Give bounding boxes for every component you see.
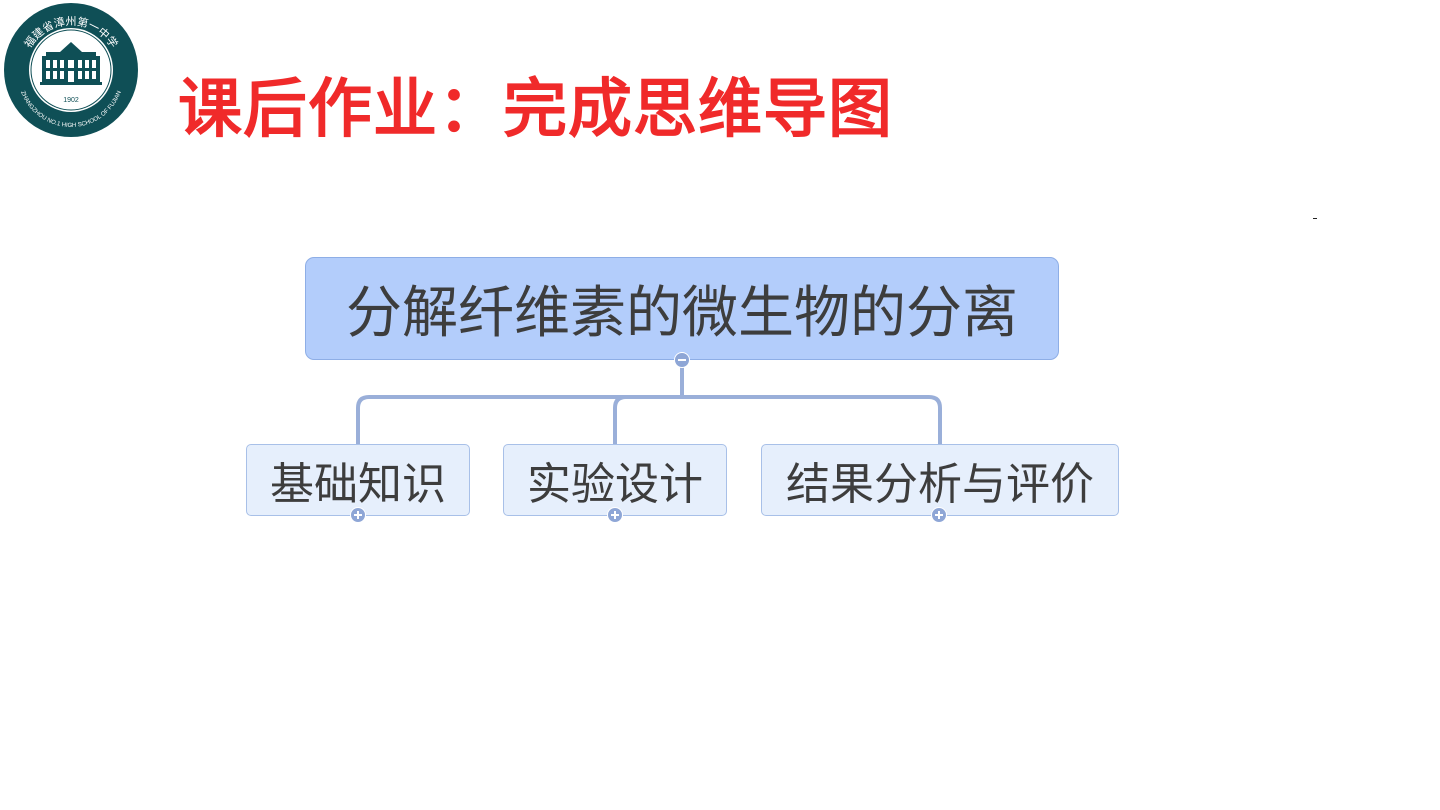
collapse-icon[interactable] bbox=[674, 352, 690, 368]
child-node-label: 实验设计 bbox=[527, 459, 703, 510]
building-icon bbox=[40, 42, 102, 85]
connector-middle bbox=[613, 395, 628, 446]
mindmap-child-node-experiment-design[interactable]: 实验设计 bbox=[503, 444, 727, 516]
logo-year: 1902 bbox=[63, 97, 79, 104]
mindmap-child-node-result-analysis[interactable]: 结果分析与评价 bbox=[761, 444, 1119, 516]
expand-icon[interactable] bbox=[931, 507, 947, 523]
expand-icon[interactable] bbox=[607, 507, 623, 523]
root-node-label: 分解纤维素的微生物的分离 bbox=[346, 281, 1018, 346]
mindmap-root-node[interactable]: 分解纤维素的微生物的分离 bbox=[305, 257, 1059, 360]
stray-dash-mark bbox=[1313, 218, 1317, 219]
expand-icon[interactable] bbox=[350, 507, 366, 523]
slide-title: 课后作业：完成思维导图 bbox=[178, 73, 893, 147]
connector-branch bbox=[356, 395, 942, 446]
child-node-label: 基础知识 bbox=[270, 459, 446, 510]
child-node-label: 结果分析与评价 bbox=[786, 459, 1094, 510]
mindmap-child-node-basic-knowledge[interactable]: 基础知识 bbox=[246, 444, 470, 516]
school-logo: 福建省漳州第一中学 ZHANGZHOU NO.1 HIGH SCHOOL OF … bbox=[4, 3, 138, 137]
